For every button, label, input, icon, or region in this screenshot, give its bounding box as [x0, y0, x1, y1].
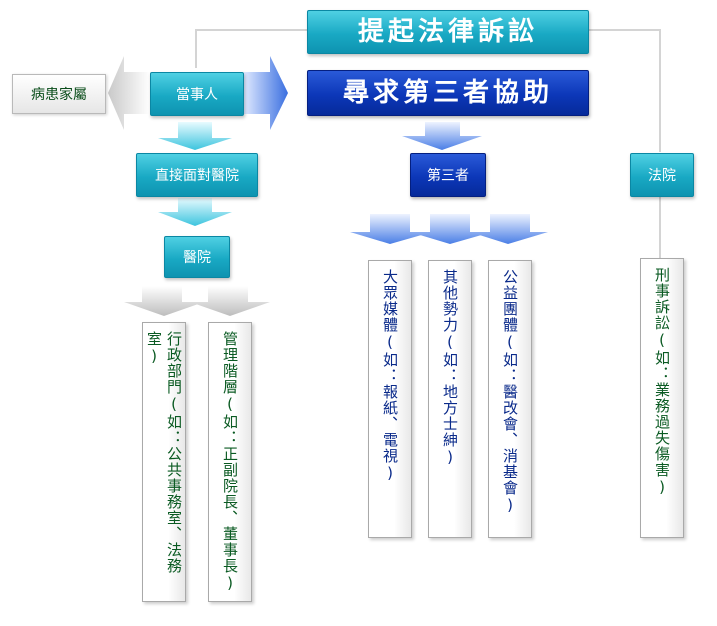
down-arrow-face-hospital	[158, 198, 232, 226]
third-party-help-box[interactable]: 尋求第三者協助	[307, 70, 589, 116]
lawsuit-box[interactable]: 提起法律訴訟	[307, 10, 589, 54]
management-card[interactable]: 管理階層(如：正副院長、董事長)	[208, 322, 252, 602]
public-group-card[interactable]: 公益團體(如：醫改會、消基會)	[488, 260, 532, 538]
other-power-card[interactable]: 其他勢力(如：地方士紳)	[428, 260, 472, 538]
hospital-label: 醫院	[183, 250, 211, 266]
right-arrow-to-third-party-help	[244, 56, 288, 130]
face-hospital-label: 直接面對醫院	[155, 168, 239, 184]
down-arrow-third-party-help	[402, 122, 482, 150]
family-label: 病患家屬	[31, 87, 87, 103]
down-arrow-admin	[124, 286, 204, 316]
other-power-card-text: 其他勢力(如：地方士紳)	[441, 269, 459, 467]
down-arrow-other-power	[410, 214, 492, 244]
media-card-text: 大眾媒體(如：報紙、電視)	[381, 269, 399, 483]
management-card-text: 管理階層(如：正副院長、董事長)	[221, 331, 239, 593]
family-box[interactable]: 病患家屬	[12, 74, 106, 114]
down-arrow-media	[350, 214, 432, 244]
admin-card-text: 行政部門(如：公共事務室、法務室)	[145, 331, 183, 574]
hospital-box[interactable]: 醫院	[164, 236, 230, 278]
third-party-box[interactable]: 第三者	[410, 153, 486, 197]
down-arrow-management	[190, 286, 270, 316]
down-arrow-party	[158, 122, 232, 150]
court-box[interactable]: 法院	[630, 153, 694, 197]
criminal-card-text: 刑事訴訟(如：業務過失傷害)	[653, 267, 671, 497]
criminal-card[interactable]: 刑事訴訟(如：業務過失傷害)	[640, 258, 684, 538]
lawsuit-label: 提起法律訴訟	[357, 17, 538, 47]
third-party-label: 第三者	[427, 168, 469, 184]
admin-card[interactable]: 行政部門(如：公共事務室、法務室)	[142, 322, 186, 602]
media-card[interactable]: 大眾媒體(如：報紙、電視)	[368, 260, 412, 538]
third-party-help-label: 尋求第三者協助	[342, 78, 553, 108]
court-label: 法院	[648, 168, 676, 184]
public-group-card-text: 公益團體(如：醫改會、消基會)	[501, 269, 519, 515]
face-hospital-box[interactable]: 直接面對醫院	[136, 153, 258, 197]
left-arrow-to-family	[108, 56, 150, 130]
party-label: 當事人	[176, 87, 218, 103]
party-box[interactable]: 當事人	[150, 72, 244, 116]
lawsuit-connector-line	[195, 29, 661, 152]
down-arrow-public-group	[470, 214, 548, 244]
